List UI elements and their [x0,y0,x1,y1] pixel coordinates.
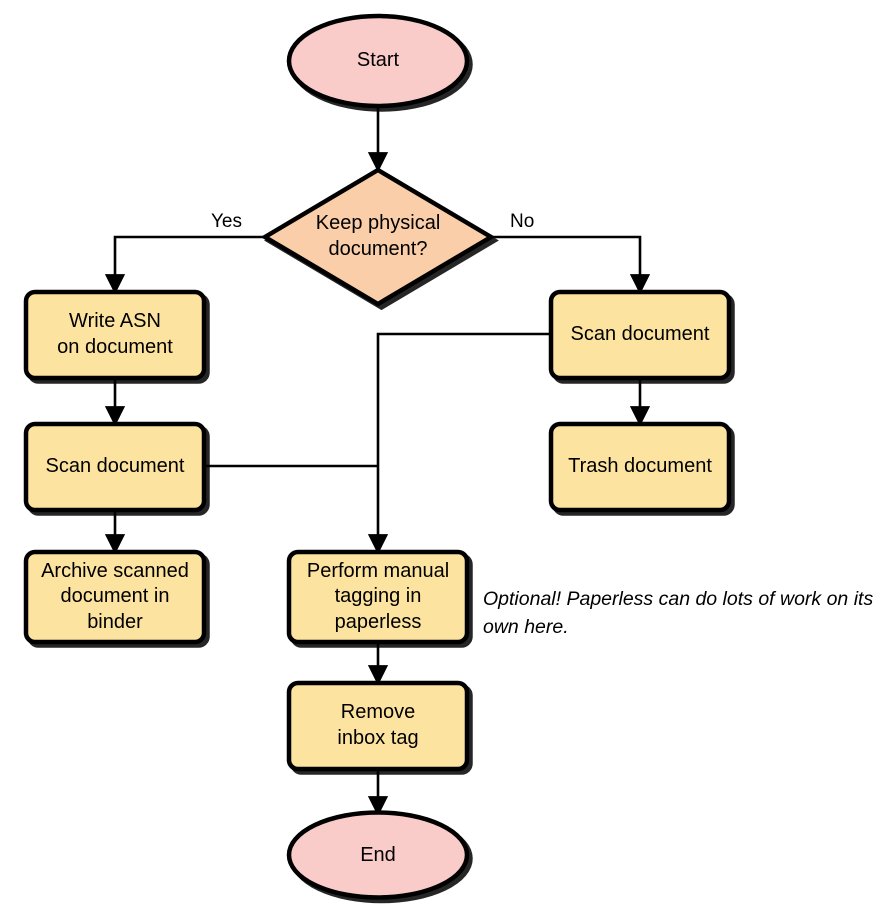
node-start [286,13,470,109]
edge-decision-yes-to-write-asn [104,235,265,295]
node-end [286,810,470,900]
node-scan-document-left [23,421,207,513]
node-perform-manual-tagging-in-paperless [286,549,470,645]
node-keep-physical-document [260,167,496,307]
node-trash-document [548,421,732,513]
edge-label-yes: Yes [211,211,242,232]
node-remove-inbox-tag [286,680,470,772]
edge-label-no: No [510,211,535,232]
edge-decision-no-to-scan-right [491,235,651,295]
node-archive-scanned-document-in-binder [23,549,207,645]
node-scan-document-right [548,289,732,381]
annotation-paperless-optional-note: Optional! Paperless can do lots of work … [483,588,874,638]
edge-scan-right-to-tagging [367,332,551,555]
node-write-asn-on-document [23,289,207,381]
